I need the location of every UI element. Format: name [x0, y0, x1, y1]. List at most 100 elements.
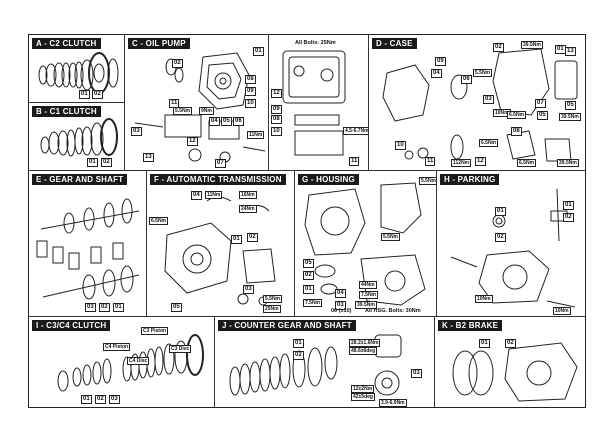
torque-6-5nm: 6.5Nm [149, 217, 169, 225]
torque-11nm: 11Nm [247, 131, 265, 139]
torque-24nm: 24Nm [239, 205, 257, 213]
callout-08: 08 [511, 127, 522, 136]
case-drawing [382, 48, 578, 162]
callout-02: 02 [92, 90, 103, 99]
torque-7-5nm: 7.5Nm [359, 291, 379, 299]
callout-08: 08 [245, 75, 256, 84]
counter-gear-drawing [229, 334, 402, 396]
torque-11nm: 11Nm [205, 191, 223, 199]
callout-03: 03 [335, 301, 346, 310]
panel-a-c2-clutch: A - C2 CLUTCH 01 02 [29, 35, 125, 103]
torque-6-5nm: 6.5Nm [507, 111, 527, 119]
panel-k-b2-brake: K - B2 BRAKE 01 02 [435, 317, 585, 407]
callout-01: 01 [81, 395, 92, 404]
callout-02: 02 [101, 158, 112, 167]
panel-j-counter-gear-and-shaft: J - COUNTER GEAR AND SHAFT 01 02 03 28.2… [215, 317, 435, 407]
label-c3-disc: C3 Disc [169, 345, 192, 353]
all-bolts-note: All Bolts: 25Nm [295, 40, 336, 46]
callout-07: 07 [535, 99, 546, 108]
callout-05: 05 [221, 117, 232, 126]
callout-11: 11 [349, 157, 360, 166]
callout-01: 01 [231, 235, 242, 244]
callout-08: 08 [271, 115, 282, 124]
callout-13: 13 [565, 47, 576, 56]
panel-title: I - C3/C4 CLUTCH [32, 320, 111, 331]
torque-39-5nm: 39.5Nm [521, 41, 543, 49]
panel-title: F - AUTOMATIC TRANSMISSION [150, 174, 286, 185]
callout-07: 07 [215, 159, 226, 168]
torque-48-6deg: 48.6±6deg [349, 347, 378, 355]
torque-3-9-6-9nm: 3.9-6.9Nm [379, 399, 407, 407]
callout-06: 06 [233, 117, 244, 126]
callout-05: 05 [537, 111, 548, 120]
callout-02: 02 [293, 351, 304, 360]
callout-01: 01 [479, 339, 490, 348]
callout-02: 02 [247, 233, 258, 242]
callout-01: 01 [87, 158, 98, 167]
torque-39-5nm-2: 39.5Nm [559, 113, 581, 121]
callout-03: 03 [85, 303, 96, 312]
pump-cover-drawing [282, 50, 346, 156]
callout-05: 05 [303, 259, 314, 268]
panel-c-oil-pump: C - OIL PUMP 01 02 03 04 05 06 07 08 09 … [125, 35, 269, 171]
callout-05: 05 [171, 303, 182, 312]
callout-01: 01 [303, 285, 314, 294]
exploded-diagram-sheet: A - C2 CLUTCH 01 02 B - C1 CLUTCH 01 02 [28, 34, 586, 408]
callout-01: 01 [495, 207, 506, 216]
panel-title: G - HOUSING [298, 174, 359, 185]
callout-06: 06 [461, 75, 472, 84]
panel-f-automatic-transmission: F - AUTOMATIC TRANSMISSION 01 02 03 04 0… [147, 171, 295, 317]
callout-04: 04 [209, 117, 220, 126]
panel-title: E - GEAR AND SHAFT [32, 174, 128, 185]
callout-03: 03 [243, 285, 254, 294]
torque-16nm: 16Nm [239, 191, 257, 199]
callout-12: 12 [475, 157, 486, 166]
callout-10: 10 [271, 127, 282, 136]
callout-10: 10 [395, 141, 406, 150]
torque-10nm: 10Nm [475, 295, 493, 303]
torque-9nm: 9Nm [199, 107, 214, 115]
torque-42deg: 42±5deg [351, 393, 375, 401]
callout-02: 02 [563, 213, 574, 222]
b2-brake-drawing [452, 342, 578, 402]
callout-02: 02 [495, 233, 506, 242]
torque-7-5nm-2: 7.5Nm [303, 299, 323, 307]
label-c4-piston: C4 Piston [103, 343, 131, 351]
panel-i-c3-c4-clutch: I - C3/C4 CLUTCH 01 02 03 C4 Piston C3 P… [29, 317, 215, 407]
callout-10: 10 [245, 99, 256, 108]
torque-6-5nm-2: 6.5Nm [479, 139, 499, 147]
callout-02: 02 [505, 339, 516, 348]
callout-11: 11 [425, 157, 436, 166]
panel-d-case: D - CASE 01 02 03 04 05 06 07 08 09 10 1… [369, 35, 585, 171]
callout-04: 04 [191, 191, 202, 200]
panel-c-bolts: All Bolts: 25Nm 12 09 08 10 11 4.5-6.7Nm [269, 35, 369, 171]
panel-title: K - B2 BRAKE [438, 320, 503, 331]
panel-title: B - C1 CLUTCH [32, 106, 101, 117]
torque-10nm-2: 10Nm [553, 307, 571, 315]
panel-title: C - OIL PUMP [128, 38, 190, 49]
torque-5-5nm: 5.5Nm [473, 69, 493, 77]
callout-09: 09 [271, 105, 282, 114]
panel-title: H - PARKING [440, 174, 500, 185]
callout-03: 03 [411, 369, 422, 378]
torque-5-5nm: 5.5Nm [419, 177, 437, 185]
torque-4-5-6-7nm: 4.5-6.7Nm [343, 127, 369, 135]
callout-01: 01 [253, 47, 264, 56]
callout-02: 02 [172, 59, 183, 68]
callout-01: 01 [113, 303, 124, 312]
torque-5-5nm: 5.5Nm [173, 107, 193, 115]
callout-03: 03 [109, 395, 120, 404]
callout-01: 01 [293, 339, 304, 348]
torque-39-5nm: 39.5Nm [355, 301, 377, 309]
torque-25nm: 25Nm [263, 305, 281, 313]
panel-title: J - COUNTER GEAR AND SHAFT [218, 320, 356, 331]
callout-01: 01 [563, 201, 574, 210]
torque-6-5nm-3: 6.5Nm [517, 159, 537, 167]
torque-44nm: 44Nm [359, 281, 377, 289]
panel-h-parking: H - PARKING 01 02 01 02 10Nm 10Nm [437, 171, 585, 317]
panel-title: A - C2 CLUTCH [32, 38, 101, 49]
callout-13: 13 [143, 153, 154, 162]
bolt-count-note: 06 (x10) [331, 308, 352, 314]
all-hsg-bolts-note: All HSG. Bolts: 30Nm [365, 308, 421, 314]
callout-02: 02 [95, 395, 106, 404]
